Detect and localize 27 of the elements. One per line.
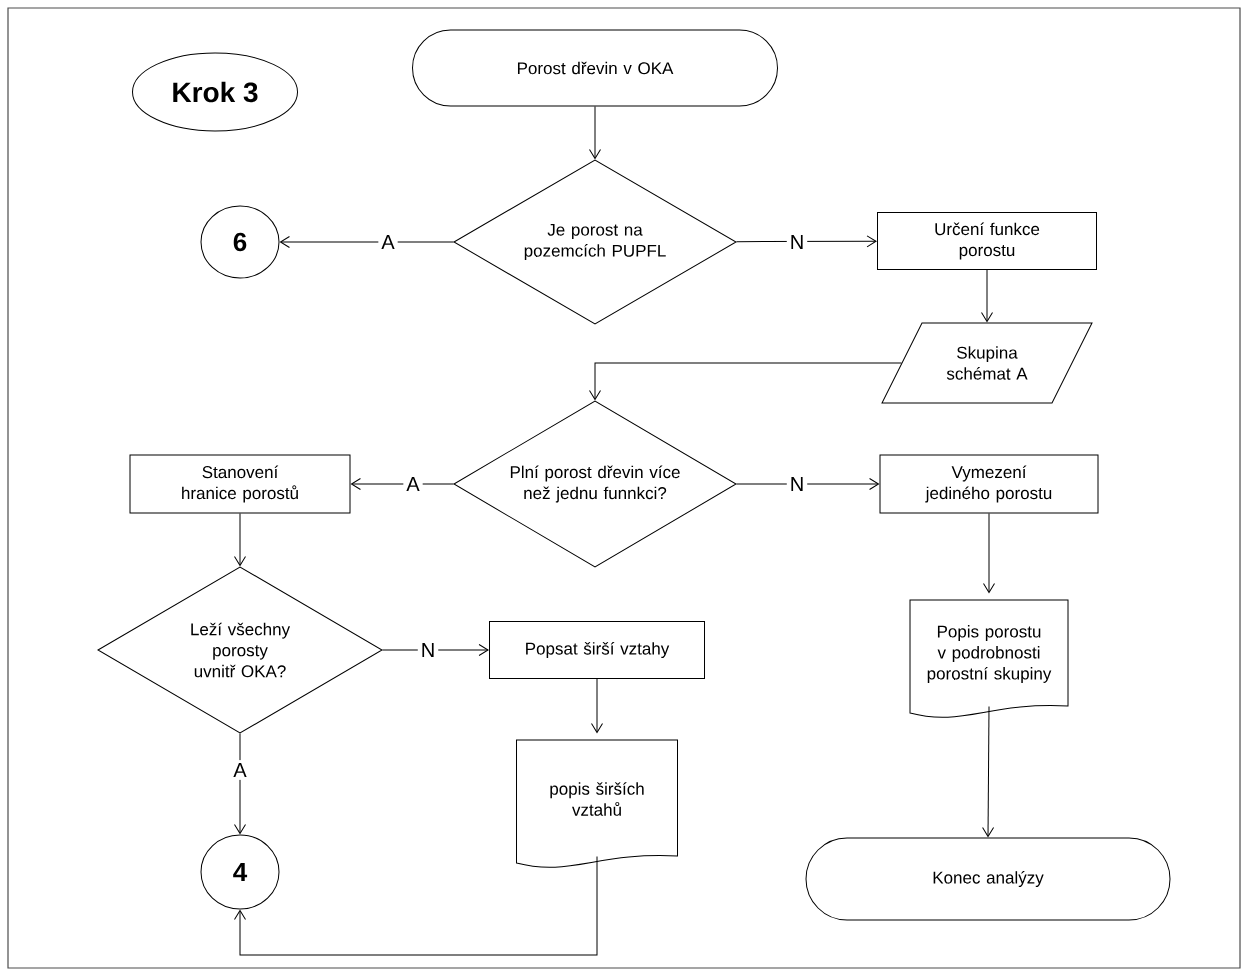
process-box: Stanovení hranice porostů xyxy=(129,454,351,514)
arrow xyxy=(736,235,877,248)
arrow xyxy=(589,362,902,401)
process-box: Popsat širší vztahy xyxy=(489,621,705,679)
data-parallelogram: Skupina schémat A xyxy=(881,322,1093,404)
arrow xyxy=(736,478,880,490)
terminal-box: Konec analýzy xyxy=(805,837,1171,921)
arrow xyxy=(591,678,603,734)
arrow xyxy=(279,236,454,248)
edge-label: N xyxy=(786,232,808,252)
edge-label: A xyxy=(403,474,423,494)
process-box: Určení funkce porostu xyxy=(877,212,1097,270)
arrow xyxy=(589,106,601,160)
arrow xyxy=(234,513,246,567)
arrow xyxy=(983,513,995,594)
arrow xyxy=(981,269,993,323)
process-box: Vymezení jediného porostu xyxy=(879,454,1099,514)
arrow xyxy=(982,706,995,838)
arrow xyxy=(234,733,246,835)
edge-label: A xyxy=(230,760,250,780)
terminal-box: Porost dřevin v OKA xyxy=(412,29,778,107)
edge-label: N xyxy=(417,640,439,660)
arrow xyxy=(382,644,489,656)
arrow xyxy=(234,856,598,956)
edge-label: A xyxy=(378,232,398,252)
arrow xyxy=(350,478,454,490)
edge-label: N xyxy=(786,474,808,494)
